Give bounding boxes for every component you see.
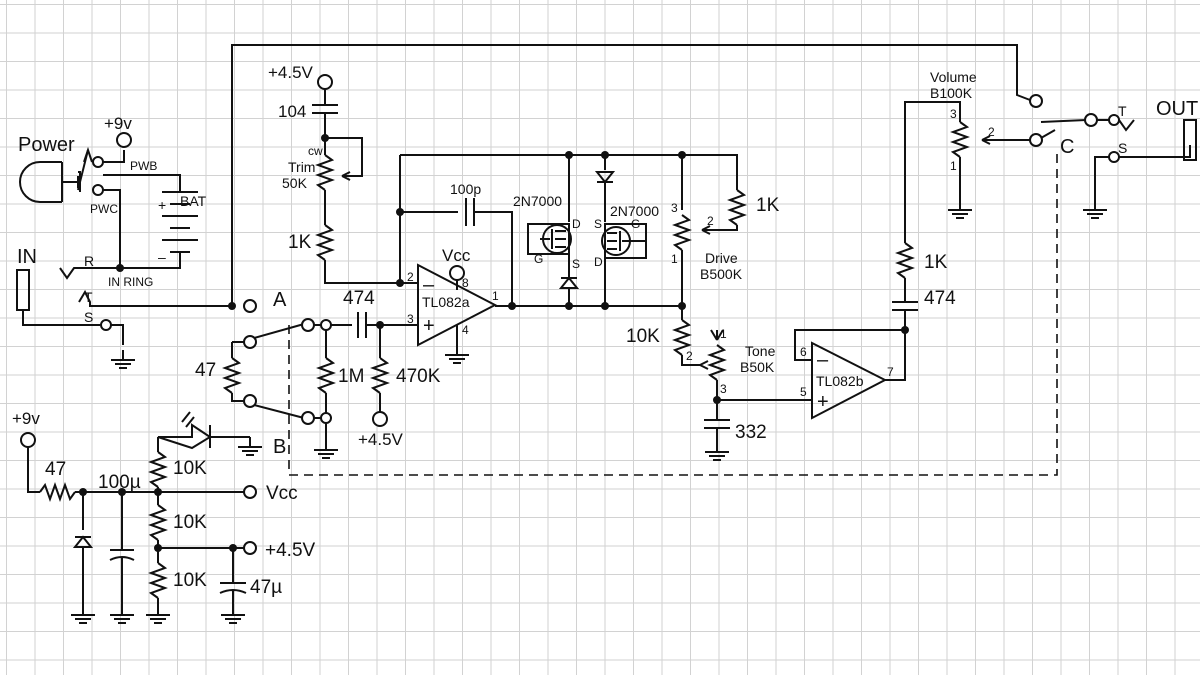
drive-name-label: Drive — [705, 250, 738, 266]
q2-s: S — [594, 217, 602, 231]
opa-pin2: 2 — [407, 270, 414, 284]
q2-label: 2N7000 — [610, 203, 659, 219]
drive-pin1: 1 — [671, 252, 678, 266]
q1-d: D — [572, 217, 581, 231]
plus9v-supply-label: +9v — [12, 409, 40, 428]
in-t-label: T — [84, 289, 93, 305]
switch-terminal-a — [243, 299, 257, 313]
tone-value-label: B50K — [740, 359, 775, 375]
vcc-supply-label: Vcc — [266, 483, 298, 504]
in-r-label: R — [84, 253, 94, 269]
opa-name-label: TL082a — [422, 294, 470, 310]
volume-name-label: Volume — [930, 69, 977, 85]
r47-label: 47 — [195, 360, 216, 381]
pwc-label: PWC — [90, 202, 118, 216]
trim-name-label: Trim — [288, 159, 315, 175]
opamp-b: – + — [794, 329, 906, 420]
vcc-opa-label: Vcc — [442, 246, 471, 265]
plus9v-terminal — [116, 132, 132, 148]
drive-pin2: 2 — [707, 214, 714, 228]
out-t-label: T — [1118, 103, 1127, 119]
svg-text:+: + — [423, 315, 435, 337]
opa-pin8: 8 — [462, 276, 469, 290]
power-jack — [19, 146, 181, 268]
r10k-1-label: 10K — [173, 458, 207, 479]
r47-supply-label: 47 — [45, 459, 66, 480]
opa-pin4: 4 — [462, 323, 469, 337]
q1-s: S — [572, 257, 580, 271]
q1-label: 2N7000 — [513, 193, 562, 209]
power-label: Power — [18, 134, 75, 156]
pwb-label: PWB — [130, 159, 157, 173]
c474-out-label: 474 — [924, 288, 956, 309]
c47u-label: 47µ — [250, 577, 282, 598]
plus9v-label: +9v — [104, 114, 132, 133]
tone-name-label: Tone — [745, 343, 776, 359]
switch-a-label: A — [273, 289, 287, 311]
opb-pin5: 5 — [800, 385, 807, 399]
c100u-label: 100µ — [98, 472, 141, 493]
r10k-tone-label: 10K — [626, 326, 660, 347]
svg-text:–: – — [423, 274, 435, 296]
r10k-3-label: 10K — [173, 570, 207, 591]
opb-pin7: 7 — [887, 365, 894, 379]
drive-pin3: 3 — [671, 201, 678, 215]
r1k-trim-label: 1K — [288, 232, 312, 253]
opa-pin1: 1 — [492, 289, 499, 303]
r10k-2-label: 10K — [173, 512, 207, 533]
in-label: IN — [17, 246, 37, 268]
vol-pin2: 2 — [988, 125, 995, 139]
opamp-a: – + — [412, 263, 570, 364]
trim-value-label: 50K — [282, 175, 308, 191]
battery-label: BAT — [180, 193, 207, 209]
q2-d: D — [594, 255, 603, 269]
tone-pin1: 1 — [720, 327, 727, 341]
c474-in-label: 474 — [343, 288, 375, 309]
battery — [120, 191, 198, 269]
plus4_5v-top-label: +4.5V — [268, 63, 314, 82]
tone-pin2: 2 — [686, 349, 693, 363]
volume-value-label: B100K — [930, 85, 973, 101]
plus4_5v-supply-label: +4.5V — [265, 540, 316, 561]
plus4_5v-bias-label: +4.5V — [358, 430, 404, 449]
opb-pin6: 6 — [800, 345, 807, 359]
svg-text:+: + — [817, 391, 829, 413]
c332-label: 332 — [735, 422, 767, 443]
vol-pin3: 3 — [950, 107, 957, 121]
mosfet-q1 — [527, 155, 580, 306]
footswitch-dashed-link — [288, 150, 1058, 476]
battery-minus: – — [158, 249, 166, 265]
out-s-label: S — [1118, 140, 1127, 156]
in-ring-label: IN RING — [108, 275, 153, 289]
out-label: OUT — [1156, 98, 1198, 120]
c104-label: 104 — [278, 102, 306, 121]
q1-g: G — [534, 252, 543, 266]
q2-g: G — [631, 217, 640, 231]
tone-pin3: 3 — [720, 382, 727, 396]
svg-text:–: – — [817, 349, 829, 371]
bypass-wire-top — [231, 44, 1031, 306]
mosfet-q2 — [594, 155, 647, 306]
r1k-drive-label: 1K — [756, 195, 780, 216]
input-jack — [16, 264, 230, 369]
r470k-label: 470K — [396, 366, 441, 387]
trim-cw-label: cw — [308, 144, 323, 158]
opb-name-label: TL082b — [816, 373, 864, 389]
switch-c-label: C — [1060, 136, 1074, 158]
switch-b-label: B — [273, 436, 286, 458]
in-s-label: S — [84, 309, 93, 325]
vol-pin1: 1 — [950, 159, 957, 173]
battery-plus: + — [158, 197, 166, 213]
c100p-label: 100p — [450, 181, 481, 197]
r1k-out-label: 1K — [924, 252, 948, 273]
opa-pin3: 3 — [407, 312, 414, 326]
r1m-label: 1M — [338, 366, 364, 387]
drive-value-label: B500K — [700, 266, 743, 282]
